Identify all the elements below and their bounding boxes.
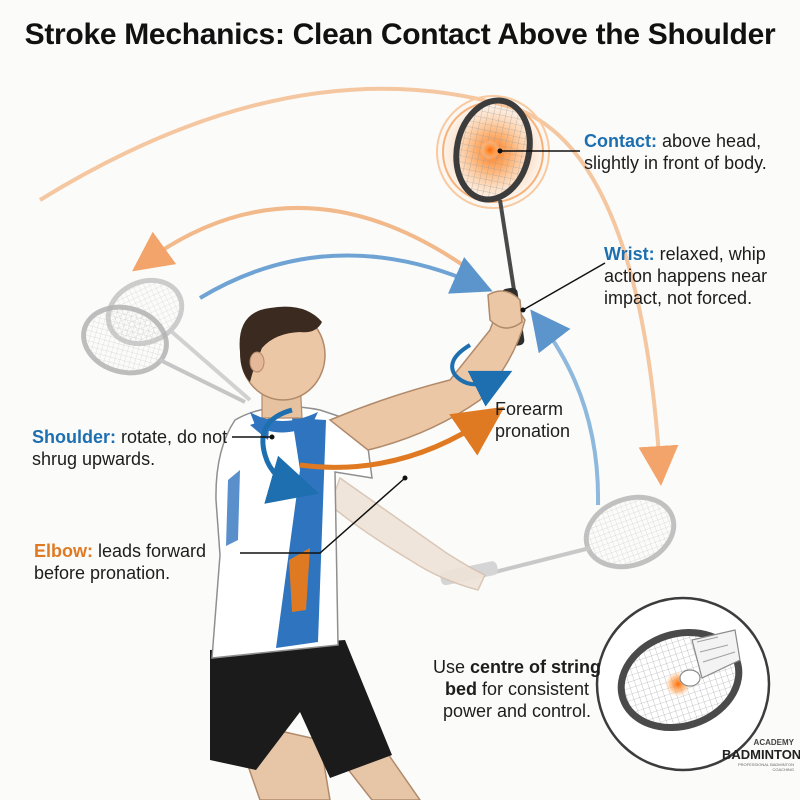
player — [210, 290, 526, 800]
centre-annotation: Use centre of string bed for consistent … — [432, 656, 602, 722]
shoulder-text: rotate, do not shrug upwards. — [32, 427, 228, 469]
string-bed-inset — [595, 596, 771, 772]
ghost-arm — [329, 476, 486, 591]
shoulder-term: Shoulder: — [32, 427, 116, 447]
shorts — [210, 640, 392, 778]
shoulder-rotation-arrow — [260, 407, 320, 504]
centre-pre: Use — [432, 657, 470, 677]
wrist-leader — [522, 262, 606, 311]
forearm-pronation-arrow — [299, 406, 505, 470]
wrist-term: Wrist: — [604, 244, 655, 264]
academy-logo: ACADEMY BADMINTON PROFESSIONAL BADMINTON… — [722, 738, 800, 772]
elbow-term: Elbow: — [34, 541, 93, 561]
swing-arc-back — [132, 206, 472, 272]
elbow-text: leads forward before pronation. — [34, 541, 207, 583]
elbow-annotation: Elbow: leads forward before pronation. — [34, 540, 244, 584]
wrist-annotation: Wrist: relaxed, whip action happens near… — [604, 243, 794, 309]
elbow-leader — [240, 477, 406, 554]
raised-arm — [328, 303, 526, 451]
wrist-text: relaxed, whip action happens near impact… — [604, 244, 768, 308]
centre-post: for consistent power and control. — [442, 679, 592, 721]
contact-text: above head, slightly in front of body. — [584, 131, 767, 173]
swing-arc-blue-right — [530, 309, 601, 506]
centre-bold: centre of string bed — [444, 657, 602, 699]
page-title: Stroke Mechanics: Clean Contact Above th… — [24, 18, 776, 51]
contact-annotation: Contact: above head, slightly in front o… — [584, 130, 794, 174]
logo-line3: PROFESSIONAL BADMINTON COACHING — [737, 762, 794, 772]
hair — [239, 306, 322, 382]
wrist-rotation-arrow — [450, 343, 513, 407]
shuttlecock — [679, 629, 741, 687]
ghost-racquet-2 — [81, 304, 246, 404]
logo-line2: BADMINTON — [722, 747, 800, 762]
forearm-annotation: Forearm pronation — [495, 399, 571, 441]
shoulder-annotation: Shoulder: rotate, do not shrug upwards. — [32, 426, 242, 470]
ghost-racquet-3 — [440, 494, 677, 586]
logo-line1: ACADEMY — [753, 738, 794, 747]
swing-arc-blue-upper — [198, 253, 493, 300]
contact-term: Contact: — [584, 131, 657, 151]
